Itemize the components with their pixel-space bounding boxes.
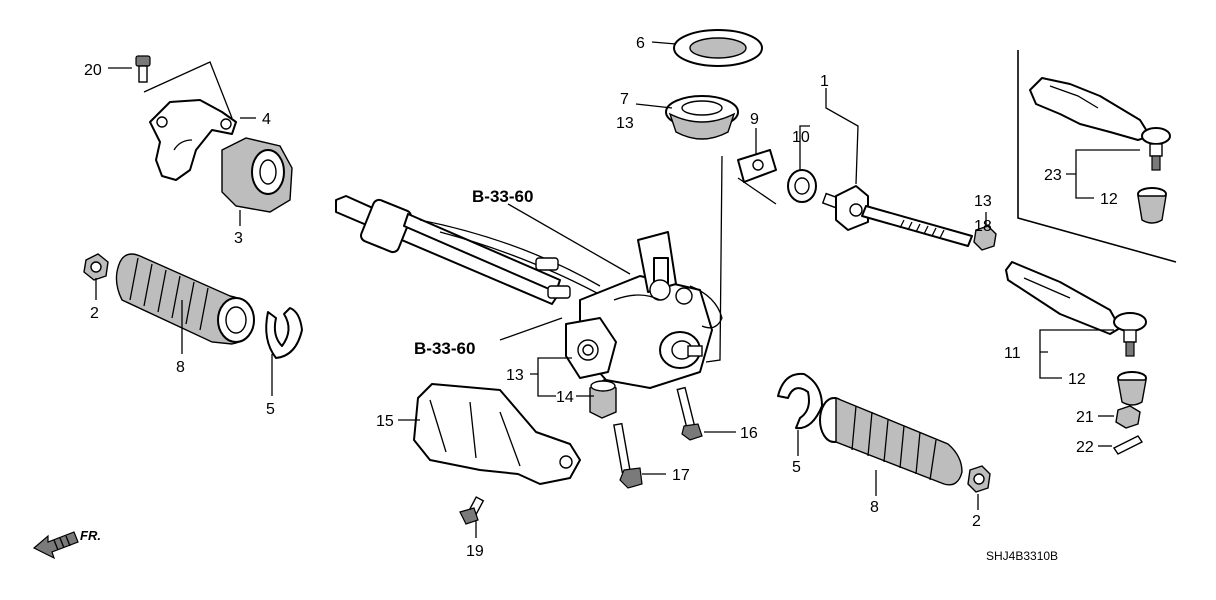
part-ball-joint-boot-inset — [1137, 187, 1167, 224]
part-lock-washer-10 — [787, 169, 817, 203]
callout-15: 15 — [376, 413, 394, 430]
part-steering-rack-housing — [335, 195, 723, 389]
part-steering-boot-right — [819, 396, 963, 486]
part-tie-rod-end-inset — [1029, 77, 1171, 171]
callout-8-left: 8 — [176, 359, 185, 376]
part-cotter-pin-22 — [1112, 435, 1144, 455]
callout-13-right: 13 — [974, 193, 992, 210]
front-direction-label: FR. — [80, 528, 101, 543]
reference-label-top: B-33-60 — [472, 187, 533, 206]
part-boot-band-right — [777, 372, 823, 430]
callout-23: 23 — [1044, 167, 1062, 184]
part-heat-shield — [413, 383, 581, 485]
callout-5-left: 5 — [266, 401, 275, 418]
part-washer-9 — [737, 149, 777, 183]
part-mounting-bolt — [135, 55, 151, 83]
part-grommet-seal-7 — [665, 95, 739, 140]
callout-11: 11 — [1004, 345, 1021, 362]
diagram-code: SHJ4B3310B — [986, 549, 1058, 563]
callout-16: 16 — [740, 425, 758, 442]
callout-9: 9 — [750, 111, 759, 128]
part-jam-nut-18 — [973, 225, 997, 251]
callout-8-right: 8 — [870, 499, 879, 516]
callout-18: 18 — [974, 218, 992, 235]
callout-12-upper: 12 — [1100, 191, 1118, 208]
callout-13-top: 13 — [616, 115, 634, 132]
part-bolt-16 — [676, 386, 703, 441]
part-mounting-bracket — [149, 99, 237, 181]
part-castle-nut-21 — [1115, 405, 1141, 429]
part-clamp-nut-right — [967, 465, 991, 493]
callouts: 20 4 3 2 8 5 6 7 13 9 1 10 13 18 23 12 1… — [84, 35, 1118, 560]
part-bolt-19 — [459, 496, 485, 525]
callout-20: 20 — [84, 62, 102, 79]
part-steering-boot-left — [115, 253, 255, 345]
callout-7: 7 — [620, 91, 629, 108]
callout-6: 6 — [636, 35, 645, 52]
part-dust-seal-6 — [673, 29, 763, 67]
callout-21: 21 — [1076, 409, 1094, 426]
part-mount-grommet — [589, 379, 617, 419]
callout-5-right: 5 — [792, 459, 801, 476]
part-bolt-17 — [613, 422, 643, 489]
callout-19: 19 — [466, 543, 484, 560]
leader-lines — [95, 41, 1140, 538]
callout-4: 4 — [262, 111, 271, 128]
part-ball-joint-boot-12 — [1117, 371, 1147, 406]
callout-17: 17 — [672, 467, 690, 484]
part-tie-rod-end-outer — [1005, 261, 1147, 357]
part-clamp-nut-left — [83, 253, 109, 281]
callout-3: 3 — [234, 230, 243, 247]
callout-2-left: 2 — [90, 305, 99, 322]
front-direction-arrow: FR. — [32, 528, 101, 560]
part-rack-bushing — [221, 137, 293, 213]
callout-14: 14 — [556, 389, 574, 406]
part-tie-rod-inner — [821, 185, 973, 247]
callout-2-right: 2 — [972, 513, 981, 530]
callout-12-lower: 12 — [1068, 371, 1086, 388]
reference-label-bottom: B-33-60 — [414, 339, 475, 358]
inset-frame-tie-rod-end — [1017, 50, 1177, 263]
callout-13-center: 13 — [506, 367, 524, 384]
callout-10: 10 — [792, 129, 810, 146]
part-boot-band-left — [265, 307, 303, 359]
callout-1: 1 — [820, 73, 829, 90]
callout-22: 22 — [1076, 439, 1094, 456]
